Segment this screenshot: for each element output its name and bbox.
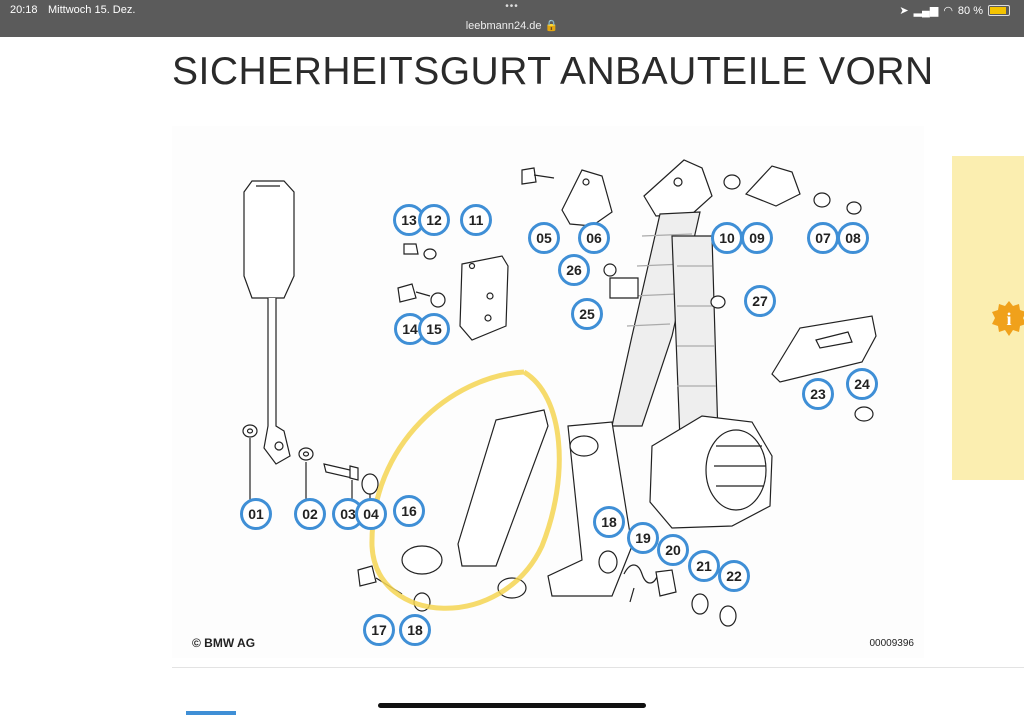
callout-18[interactable]: 18 [593,506,625,538]
exploded-view-drawing [242,159,877,627]
home-indicator[interactable] [378,703,646,708]
signal-icon: ▂▄▆ [913,5,939,17]
callout-09[interactable]: 09 [741,222,773,254]
callout-23[interactable]: 23 [802,378,834,410]
multitasking-dots[interactable]: ••• [505,1,519,12]
callout-11[interactable]: 11 [460,204,492,236]
wifi-icon: ◠ [943,5,953,17]
callout-02[interactable]: 02 [294,498,326,530]
active-tab-indicator [186,711,236,715]
callout-19[interactable]: 19 [627,522,659,554]
parts-diagram[interactable]: 13 12 11 05 06 10 09 07 08 26 25 27 14 1… [172,126,924,658]
location-icon: ➤ [899,5,909,17]
callout-04[interactable]: 04 [355,498,387,530]
callout-05[interactable]: 05 [528,222,560,254]
callout-21[interactable]: 21 [688,550,720,582]
svg-text:i: i [1006,309,1011,329]
callout-27[interactable]: 27 [744,285,776,317]
address-bar-url[interactable]: leebmann24.de 🔒 [465,20,559,32]
callout-07[interactable]: 07 [807,222,839,254]
callout-18-lower[interactable]: 18 [399,614,431,646]
callout-22[interactable]: 22 [718,560,750,592]
callout-10[interactable]: 10 [711,222,743,254]
status-date: Mittwoch 15. Dez. [48,4,136,16]
diagram-code: 00009396 [869,638,915,649]
battery-icon [988,5,1010,16]
callout-08[interactable]: 08 [837,222,869,254]
callout-01[interactable]: 01 [240,498,272,530]
callout-06[interactable]: 06 [578,222,610,254]
ios-status-bar: 20:18 Mittwoch 15. Dez. ••• leebmann24.d… [0,0,1024,37]
copyright-label: © BMW AG [192,636,256,650]
content-divider [172,667,1024,668]
callout-12[interactable]: 12 [418,204,450,236]
battery-percent: 80 % [957,4,983,17]
callout-16[interactable]: 16 [393,495,425,527]
callout-26[interactable]: 26 [558,254,590,286]
status-indicators: ➤ ▂▄▆ ◠ 80 % [899,4,1010,17]
highlight-circle [369,369,562,611]
status-time: 20:18 [10,4,38,16]
callout-24[interactable]: 24 [846,368,878,400]
callout-25[interactable]: 25 [571,298,603,330]
page-title: SICHERHEITSGURT ANBAUTEILE VORN [172,50,934,94]
callout-17[interactable]: 17 [363,614,395,646]
callout-20[interactable]: 20 [657,534,689,566]
info-icon[interactable]: i [990,300,1024,338]
callout-15[interactable]: 15 [418,313,450,345]
